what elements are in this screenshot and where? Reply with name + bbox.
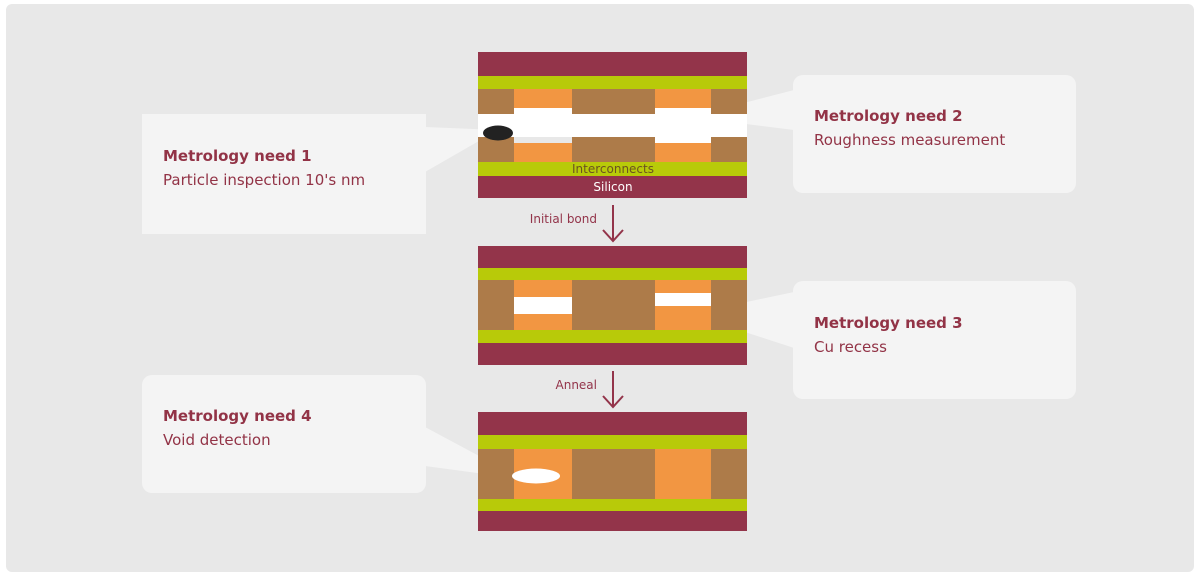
silicon-layer-top [478,412,747,435]
callout-title: Metrology need 3 [814,314,963,332]
callout-card-need-4: Metrology need 4 Void detection [142,375,426,493]
silicon-layer-bottom [478,511,747,531]
void [512,468,560,484]
callout-card-need-3: Metrology need 3 Cu recess [793,281,1076,399]
wafer-stack-before-bond: Interconnects Silicon [478,52,747,198]
callout-card-need-1: Metrology need 1 Particle inspection 10'… [142,114,426,234]
dielectric-layer-bottom [572,137,655,162]
copper-pad [655,449,711,499]
anneal-label: Anneal [556,378,598,392]
callout-title: Metrology need 2 [814,107,963,125]
interconnects-label: Interconnects [572,162,654,176]
silicon-label: Silicon [593,180,632,194]
dielectric-layer-bottom [478,137,514,162]
silicon-layer-top [478,52,747,76]
dielectric-layer-bottom [711,137,747,162]
interconnect-layer-top [478,76,747,89]
interconnect-layer-top [478,268,747,280]
wafer-stack-after-anneal [478,412,747,531]
copper-pad [655,89,711,108]
interconnect-layer-top [478,435,747,449]
silicon-layer-bottom [478,176,747,198]
callout-text: Cu recess [814,338,887,356]
copper-pad [655,143,711,162]
interconnect-layer-bottom [478,330,747,343]
down-arrow-icon [602,205,624,243]
wafer-stack-initial-bond [478,246,747,365]
copper-pad [514,89,572,108]
interconnect-layer-bottom [478,162,747,176]
silicon-layer-top [478,246,747,268]
silicon-layer-bottom [478,343,747,365]
callout-card-need-2: Metrology need 2 Roughness measurement [793,75,1076,193]
cu-recess-gap [655,293,711,306]
particle [483,125,513,141]
initial-bond-label: Initial bond [530,212,597,226]
callout-text: Void detection [163,431,271,449]
callout-title: Metrology need 1 [163,147,312,165]
down-arrow-icon [602,371,624,409]
callout-text: Particle inspection 10's nm [163,171,366,189]
bonding-gap [478,108,747,143]
interconnect-layer-bottom [478,499,747,511]
cu-recess-gap [514,297,572,314]
callout-text: Roughness measurement [814,131,1006,149]
copper-pad [514,143,572,162]
callout-title: Metrology need 4 [163,407,312,425]
